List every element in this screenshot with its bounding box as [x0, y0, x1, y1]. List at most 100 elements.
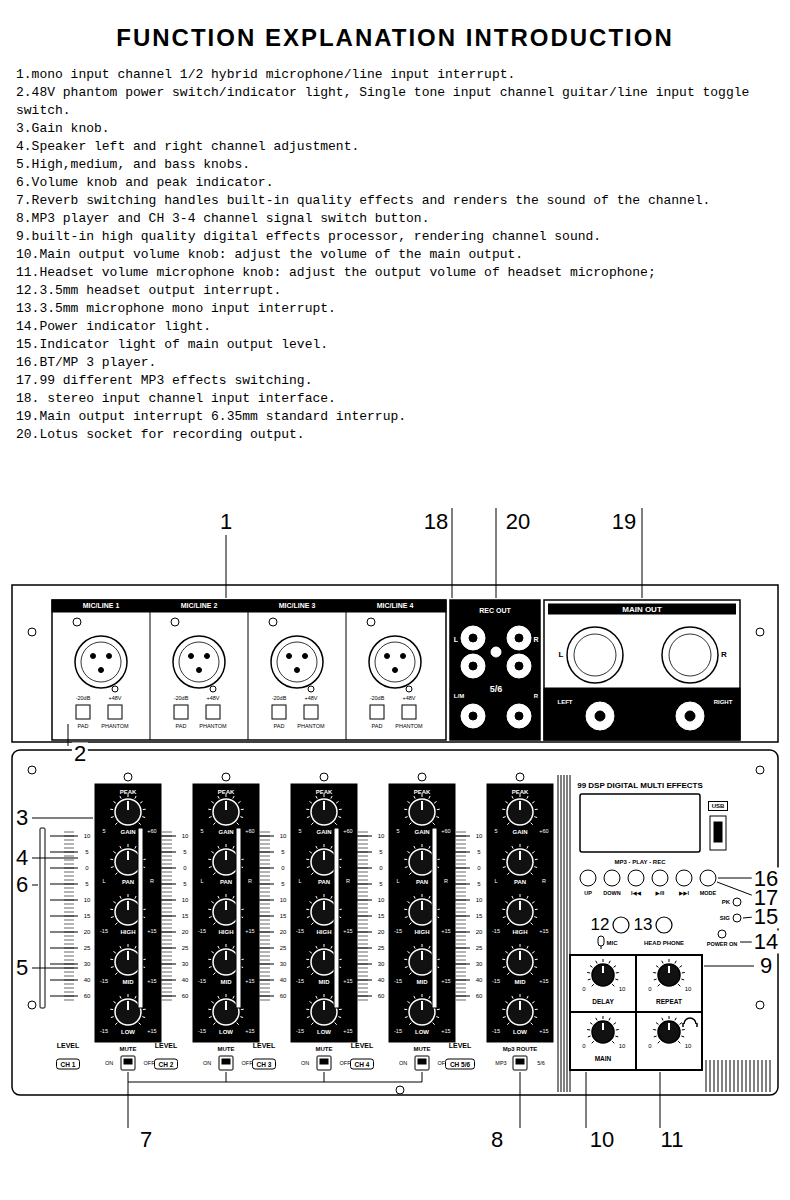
pad-label: PAD [372, 724, 383, 730]
knob-tick [527, 846, 528, 849]
fader-tick [162, 872, 172, 873]
knob-pointer [519, 801, 521, 810]
xlr-inner [574, 634, 616, 676]
knob-tick [682, 972, 685, 973]
rca-small [491, 647, 501, 657]
rca-jack [507, 704, 531, 728]
fader-tick [148, 900, 176, 901]
knob-tick [532, 951, 534, 953]
knob [311, 899, 337, 925]
knob-tick [226, 944, 227, 947]
fader-tick [260, 928, 270, 929]
knob-pointer [421, 901, 423, 910]
fader-scale: 10 [378, 897, 385, 903]
fader-tick [358, 876, 368, 877]
knob-tick [512, 946, 513, 949]
description-line: 13.3.5mm microphone mono input interrupt… [16, 300, 778, 318]
fader-tick [148, 868, 176, 869]
callout-number: 10 [588, 1128, 616, 1151]
knob-tick [331, 796, 332, 799]
knob-scale: L [102, 879, 105, 885]
channel-box: CH 1 [56, 1059, 80, 1070]
knob-tick [532, 801, 534, 803]
fader-tick [260, 984, 270, 985]
knob-tick [512, 996, 513, 999]
knob-scale: -15 [296, 979, 304, 985]
mic-icon [598, 936, 604, 949]
fader-tick [162, 960, 172, 961]
peak-label: PEAK [414, 789, 431, 795]
knob-tick [115, 1023, 117, 1025]
fader-tick [162, 876, 172, 877]
knob-tick [208, 959, 211, 960]
knob [115, 899, 141, 925]
knob-name: GAIN [415, 829, 430, 835]
fader-scale: 5 [281, 881, 284, 887]
fader-tick [358, 988, 368, 989]
level-label: LEVEL [253, 1042, 276, 1049]
fader-tick [64, 912, 74, 913]
fader-tick [64, 952, 74, 953]
fader-tick [358, 840, 368, 841]
rca-jack [507, 626, 531, 650]
description-line: 6.Volume knob and peak indicator. [16, 174, 778, 192]
fader-scale: 10 [378, 833, 385, 839]
description-line: 10.Main output volume knob: adjust the v… [16, 246, 778, 264]
knob-tick [505, 1001, 507, 1003]
headphone-jack [656, 917, 672, 933]
knob-scale: 10 [619, 1043, 626, 1049]
switch-name: MUTE [120, 1046, 137, 1052]
knob-name: HIGH [415, 929, 430, 935]
knob-tick [681, 1036, 684, 1038]
knob-tick [422, 894, 423, 897]
switch-button [415, 1056, 429, 1070]
knob-tick [306, 859, 309, 860]
knob-tick [502, 1009, 505, 1010]
fader-tick [260, 912, 270, 913]
fader-tick [442, 868, 470, 869]
knob-tick [433, 1023, 435, 1025]
knob-scale: -15 [100, 1029, 108, 1035]
fader-scale: 30 [378, 961, 385, 967]
knob-tick [213, 873, 215, 875]
front-panel [12, 750, 778, 1095]
knob-tick [682, 1029, 685, 1030]
phantom-label: PHANTOM [297, 724, 324, 730]
fader-tick [64, 844, 74, 845]
fader-tick [162, 952, 172, 953]
fader-tick [456, 844, 466, 845]
fader-tick [260, 856, 270, 857]
fader-tick [358, 956, 368, 957]
knob-tick [507, 973, 509, 975]
knob-tick [211, 951, 213, 953]
level-led [733, 914, 741, 922]
fader-tick [260, 936, 270, 937]
input-name: MIC/LINE 3 [279, 602, 316, 609]
fader-tick [344, 964, 372, 965]
knob-tick [603, 959, 604, 962]
description-line: 7.Reverb switching handles built-in qual… [16, 192, 778, 210]
knob-scale: +15 [539, 979, 548, 985]
knob-tick [507, 823, 509, 825]
fader-tick [358, 960, 368, 961]
knob-tick [616, 972, 619, 973]
fader-tick [64, 972, 74, 973]
fader-scale: 5 [183, 849, 186, 855]
rca-jack [461, 654, 485, 678]
knob-tick [209, 916, 212, 918]
knob-pointer [225, 801, 227, 810]
fader-tick [260, 904, 270, 905]
switch-lever [516, 1059, 524, 1064]
fader-tick [64, 888, 74, 889]
knob-scale: -15 [492, 979, 500, 985]
fader-tick [456, 936, 466, 937]
level-label: LEVEL [57, 1042, 80, 1049]
knob-name: MAIN [595, 1056, 612, 1063]
description-line: 18. stereo input channel input interface… [16, 390, 778, 408]
fader-scale: 5 [183, 881, 186, 887]
knob-name: PAN [122, 879, 134, 885]
knob-scale: 5 [200, 829, 203, 835]
transport-button [580, 870, 596, 886]
fader-tick [456, 912, 466, 913]
block-divider [248, 600, 249, 740]
